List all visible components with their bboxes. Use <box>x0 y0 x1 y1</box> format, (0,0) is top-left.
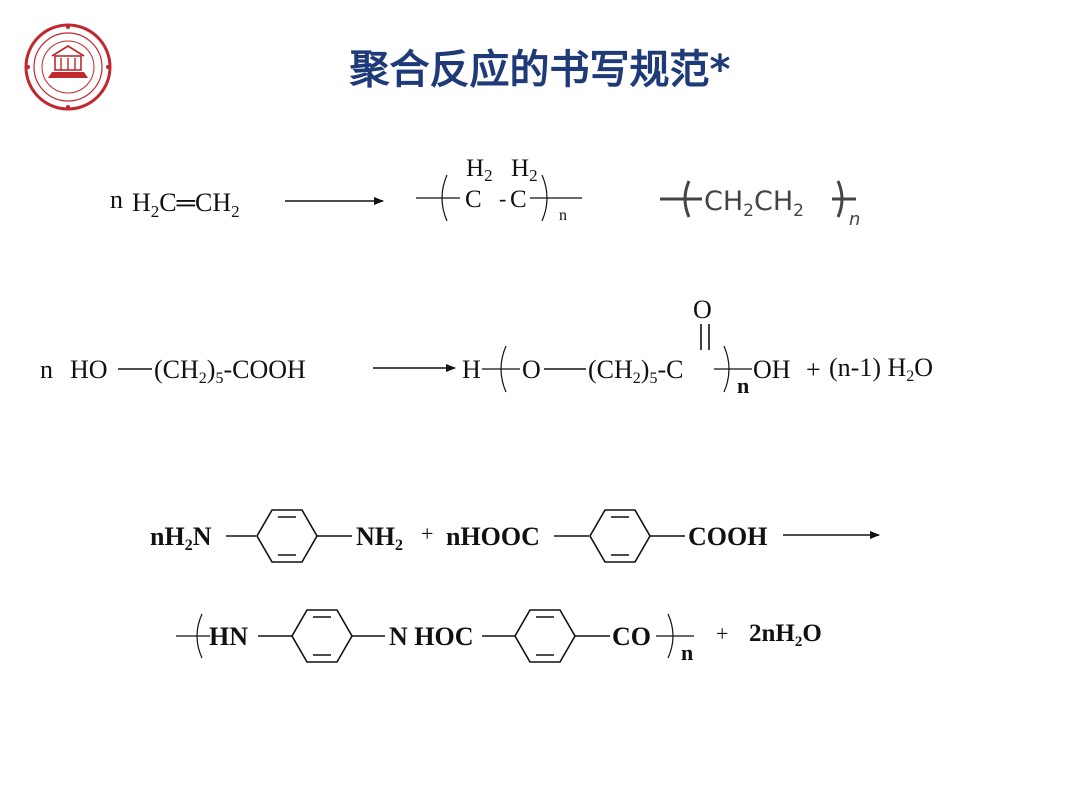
reaction-3: nH2N NH2 + nHOOC COOH HN N HOC <box>150 509 880 665</box>
svg-text:CH2CH2: CH2CH2 <box>704 186 804 221</box>
r2-plus: + <box>806 355 821 384</box>
page-title: 聚合反应的书写规范* <box>349 47 731 93</box>
r1-product-a: H2 H2 C - C n <box>416 155 582 224</box>
r3-reactant-2a: nHOOC <box>446 522 540 551</box>
r1-coefficient: n <box>110 185 123 214</box>
reaction-1: n H2C═CH2 H2 H2 C - C n <box>110 155 860 230</box>
reaction-2: n HO (CH2)5-COOH H O (CH2)5-C O n OH + <box>40 295 933 398</box>
r2-product: H O (CH2)5-C O n OH <box>462 295 791 398</box>
r3-plus-2: + <box>716 621 728 646</box>
svg-text:(CH2)5-C: (CH2)5-C <box>588 355 683 387</box>
svg-text:H: H <box>462 355 481 384</box>
benzene-ring-icon <box>514 609 576 663</box>
r3-reactant-2b: COOH <box>688 522 767 551</box>
svg-text:C: C <box>465 186 482 213</box>
svg-text:OH: OH <box>753 355 791 384</box>
r2-coefficient: n <box>40 355 53 384</box>
benzene-ring-icon <box>589 509 651 563</box>
svg-text:C: C <box>510 186 527 213</box>
svg-text:HO: HO <box>70 355 108 384</box>
r3-reactant-1b: NH2 <box>356 522 403 554</box>
r3-product-n: n <box>681 640 693 665</box>
svg-text:CO: CO <box>612 622 651 651</box>
r1-product-b-n: n <box>849 209 860 230</box>
svg-text:HN: HN <box>209 622 248 651</box>
r1-product-a-n: n <box>559 207 567 224</box>
svg-text:H2: H2 <box>466 155 493 185</box>
svg-text:-: - <box>499 186 506 211</box>
r2-byproduct: (n-1) H2O <box>829 353 933 385</box>
benzene-ring-icon <box>256 509 318 563</box>
r1-product-b: CH2CH2 n <box>660 180 860 230</box>
r3-reactant-1a: nH2N <box>150 522 212 554</box>
r3-product: HN N HOC CO n <box>176 609 694 665</box>
svg-text:N HOC: N HOC <box>389 622 474 651</box>
benzene-ring-icon <box>291 609 353 663</box>
r2-product-n: n <box>737 373 749 398</box>
r2-carbonyl-oxygen: O <box>693 295 712 324</box>
r3-plus: + <box>421 521 433 546</box>
university-seal-icon <box>24 23 112 111</box>
svg-text:H2: H2 <box>511 155 538 185</box>
r2-reactant: (CH2)5-COOH <box>154 355 306 387</box>
svg-text:O: O <box>522 355 541 384</box>
r3-byproduct: 2nH2O <box>749 620 822 650</box>
r1-reactant: H2C═CH2 <box>132 188 240 221</box>
